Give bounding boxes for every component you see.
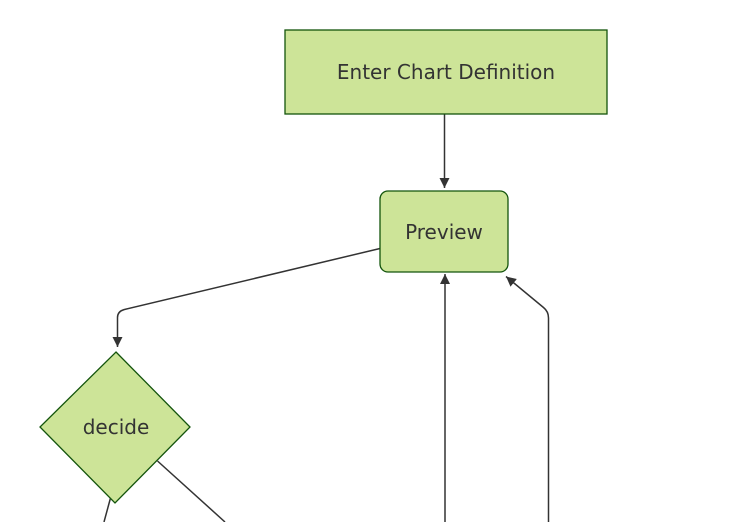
edge-offscreen-right-to-preview xyxy=(505,275,550,522)
node-enter-chart-definition: Enter Chart Definition xyxy=(284,29,608,115)
node-decide: decide xyxy=(39,351,191,504)
enter-chart-definition-label: Enter Chart Definition xyxy=(337,60,555,84)
preview-box xyxy=(379,190,509,273)
decide-diamond xyxy=(39,351,191,504)
edge-decide-to-offscreen-left xyxy=(103,497,112,522)
edge-decide-to-offscreen-right xyxy=(156,460,226,522)
preview-label: Preview xyxy=(405,220,483,244)
decide-label: decide xyxy=(83,415,150,439)
edge-preview-to-decide xyxy=(112,247,381,347)
node-preview: Preview xyxy=(379,190,509,273)
enter-chart-definition-box xyxy=(284,29,608,115)
